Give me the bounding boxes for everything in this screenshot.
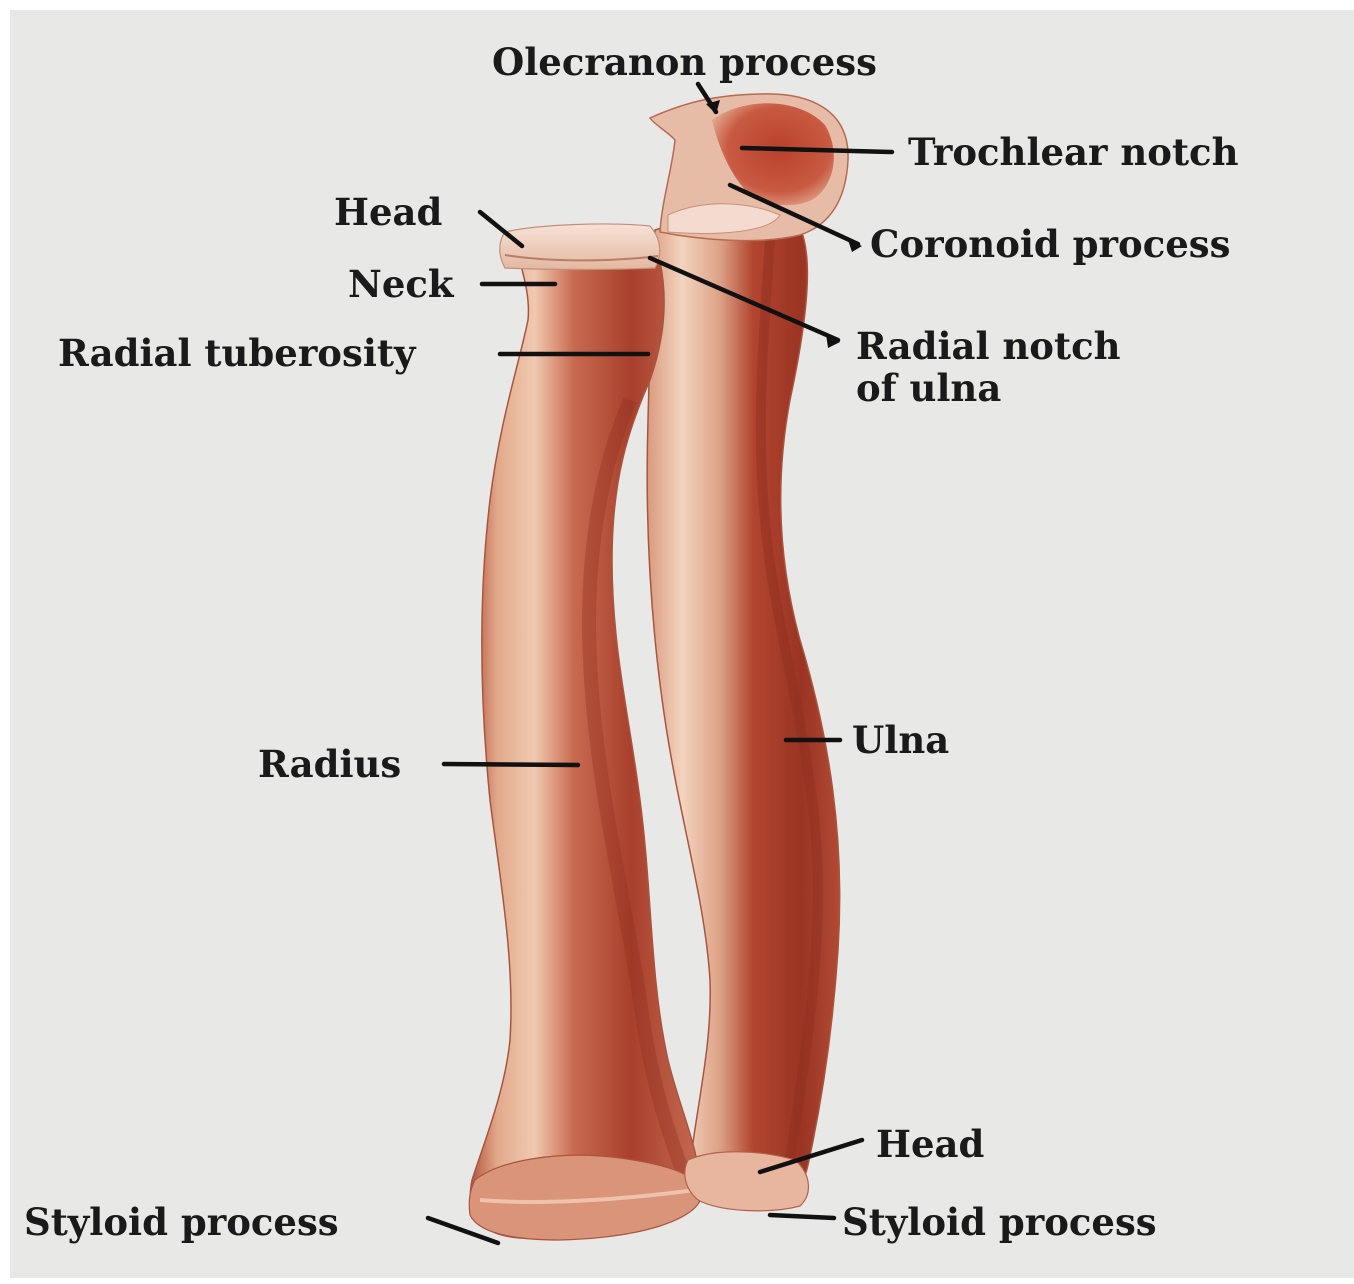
label-radial-head: Head xyxy=(334,190,442,234)
label-radius: Radius xyxy=(258,742,401,786)
label-neck: Neck xyxy=(348,262,454,306)
leader-ulnar-styloid xyxy=(770,1215,834,1218)
leader-radius xyxy=(444,764,578,765)
label-olecranon-process: Olecranon process xyxy=(492,40,877,84)
label-radial-notch-of-ulna: Radial notch of ulna xyxy=(856,325,1121,409)
label-ulnar-head: Head xyxy=(876,1122,984,1166)
label-ulnar-styloid-process: Styloid process xyxy=(842,1200,1157,1244)
label-radial-tuberosity: Radial tuberosity xyxy=(58,331,415,375)
label-trochlear-notch: Trochlear notch xyxy=(908,130,1239,174)
label-radial-styloid-process: Styloid process xyxy=(24,1200,339,1244)
radius-distal-shape xyxy=(469,1155,702,1240)
ulna-bone xyxy=(647,218,840,1210)
label-ulna: Ulna xyxy=(852,718,949,762)
label-coronoid-process: Coronoid process xyxy=(870,222,1230,266)
